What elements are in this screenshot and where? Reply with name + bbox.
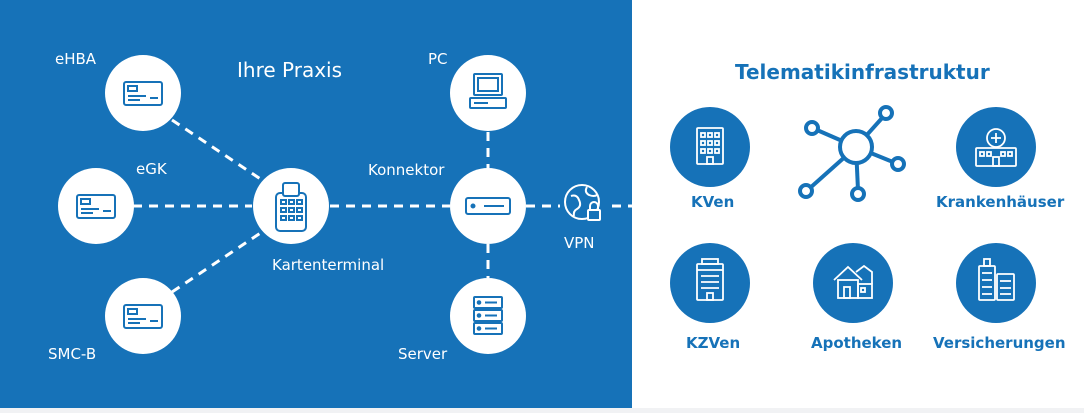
id-card-icon: [76, 194, 116, 219]
smcb-label: SMC-B: [48, 345, 97, 363]
insurers-label: Versicherungen: [933, 334, 1066, 352]
id-card-icon: [123, 304, 163, 329]
server-label: Server: [398, 345, 448, 363]
network-hub-icon: [798, 105, 906, 202]
pharmacies-label: Apotheken: [811, 334, 903, 352]
ehba-label: eHBA: [55, 50, 97, 68]
ehba-node: [105, 55, 181, 131]
network-hub: [798, 105, 906, 202]
practice-title: Ihre Praxis: [237, 58, 343, 82]
kzven-node: [670, 243, 750, 323]
office-building-icon: [696, 127, 724, 165]
link-ehba-terminal: [171, 118, 269, 186]
computer-icon: [469, 73, 507, 109]
card-terminal-icon: [275, 182, 307, 232]
kven-label: KVen: [691, 193, 735, 211]
id-card-icon: [123, 81, 163, 106]
insurers-node: [956, 243, 1036, 323]
office-tower-icon: [696, 258, 724, 301]
ti-title: Telematikinfrastruktur: [735, 60, 990, 84]
egk-label: eGK: [136, 160, 167, 178]
card-terminal-node: [253, 168, 329, 244]
server-rack-icon: [473, 296, 503, 335]
hospitals-label: Krankenhäuser: [936, 193, 1065, 211]
kven-node: [670, 107, 750, 187]
pc-label: PC: [428, 50, 448, 68]
kzven-label: KZVen: [686, 334, 741, 352]
house-icon: [833, 264, 873, 299]
smcb-node: [105, 278, 181, 354]
pharmacies-node: [813, 243, 893, 323]
hospitals-node: [956, 107, 1036, 187]
connector-node: [450, 168, 526, 244]
vpn-label: VPN: [564, 234, 595, 252]
link-smcb-terminal: [171, 226, 269, 294]
pc-node: [450, 55, 526, 131]
server-node: [450, 278, 526, 354]
telematics-panel: [632, 0, 1084, 408]
globe-lock-icon: [564, 184, 601, 221]
egk-node: [58, 168, 134, 244]
hospital-icon: [975, 128, 1017, 167]
card-terminal-label: Kartenterminal: [272, 256, 385, 274]
connector-label: Konnektor: [368, 161, 445, 179]
skyscraper-icon: [978, 258, 1015, 301]
connector-device-icon: [465, 197, 511, 215]
